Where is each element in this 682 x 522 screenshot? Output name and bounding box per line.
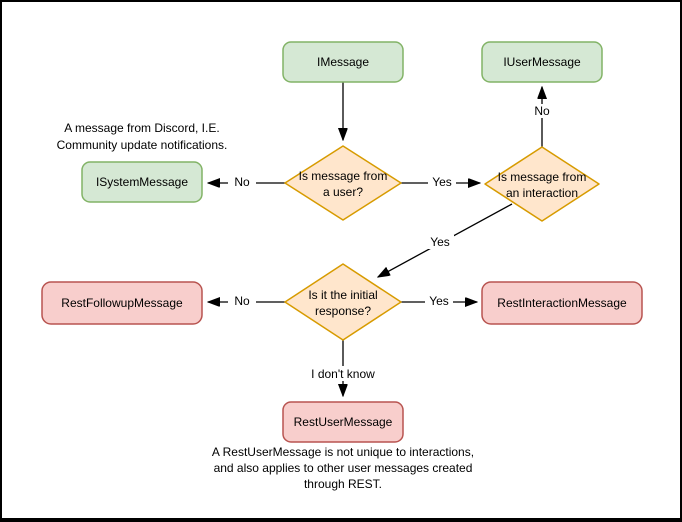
edge-label-bg (228, 175, 256, 189)
node-iusermessage-box (481, 41, 603, 83)
edge-label-yes-restinteraction: Yes (429, 294, 449, 308)
note-isystemmessage-line2: Community update notifications. (57, 138, 228, 152)
node-imessage-box (282, 41, 404, 83)
edge-label-no-iusermessage: No (534, 104, 550, 118)
note-restusermessage-line3: through REST. (304, 477, 382, 491)
decision-is-message-from-interaction: Is message from an interaction (484, 146, 600, 222)
node-iusermessage-label: IUserMessage (503, 55, 581, 69)
node-restinteractionmessage-label: RestInteractionMessage (497, 296, 627, 310)
note-restusermessage-line2: and also applies to other user messages … (214, 461, 473, 475)
edge-label-bg (309, 366, 377, 381)
node-restusermessage-label: RestUserMessage (294, 415, 393, 429)
node-isystemmessage-label: ISystemMessage (96, 175, 188, 189)
decision-is-message-from-user-shape (284, 145, 402, 221)
edge-label-yes-interaction: Yes (432, 175, 452, 189)
decision-is-initial-response-shape (284, 263, 402, 341)
edge-label-bg (425, 294, 453, 308)
decision-is-message-from-interaction-line1: Is message from (498, 170, 587, 184)
decision-is-initial-response-line2: response? (315, 304, 371, 318)
edge-label-no-followup: No (234, 294, 250, 308)
edge-label-bg (528, 104, 556, 118)
node-restusermessage: RestUserMessage (282, 401, 404, 443)
decision-is-message-from-user-line1: Is message from (299, 169, 388, 183)
node-iusermessage: IUserMessage (481, 41, 603, 83)
node-imessage-label: IMessage (317, 55, 369, 69)
node-restinteractionmessage: RestInteractionMessage (481, 281, 643, 325)
note-restusermessage-line1: A RestUserMessage is not unique to inter… (212, 445, 474, 459)
edge-label-bg (428, 175, 456, 189)
decision-is-message-from-interaction-line2: an interaction (506, 186, 578, 200)
node-restusermessage-box (282, 401, 404, 443)
decision-is-message-from-interaction-shape (484, 146, 600, 222)
decision-is-message-from-user: Is message from a user? (284, 145, 402, 221)
edge-label-i-dont-know: I don't know (311, 367, 375, 381)
edges (208, 82, 542, 396)
decision-is-message-from-user-line2: a user? (323, 185, 363, 199)
node-restfollowupmessage-box (41, 281, 203, 325)
node-isystemmessage: ISystemMessage (81, 161, 203, 203)
edge-label-no-system: No (234, 175, 250, 189)
note-isystemmessage: A message from Discord, I.E. Community u… (57, 121, 228, 152)
note-isystemmessage-line1: A message from Discord, I.E. (64, 121, 219, 135)
node-restfollowupmessage: RestFollowupMessage (41, 281, 203, 325)
node-isystemmessage-box (81, 161, 203, 203)
decision-is-initial-response-line1: Is it the initial (308, 288, 377, 302)
edge-label-bg (426, 235, 454, 249)
decision-is-initial-response: Is it the initial response? (284, 263, 402, 341)
edge-label-yes-initial: Yes (430, 235, 450, 249)
node-restfollowupmessage-label: RestFollowupMessage (61, 296, 183, 310)
note-restusermessage: A RestUserMessage is not unique to inter… (212, 445, 474, 491)
edge-labels: No Yes No Yes No Yes I don't know (228, 104, 556, 381)
node-imessage: IMessage (282, 41, 404, 83)
node-restinteractionmessage-box (481, 281, 643, 325)
edge-label-bg (228, 294, 256, 308)
